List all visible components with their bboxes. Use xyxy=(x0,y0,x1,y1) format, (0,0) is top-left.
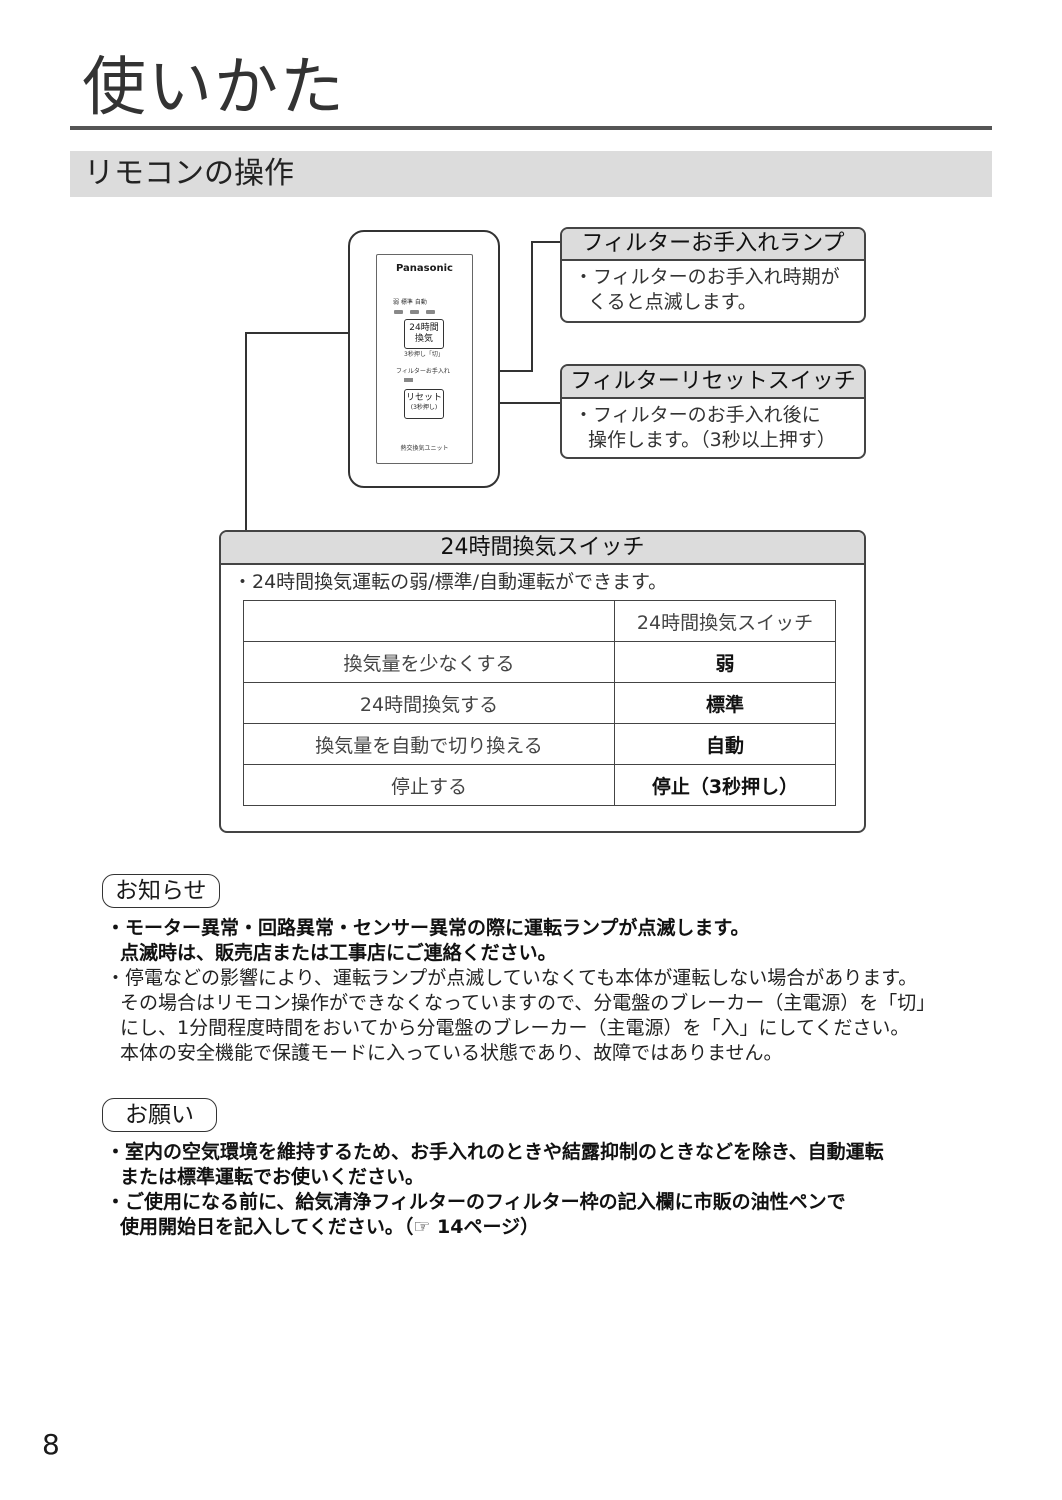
filter-lamp-title: フィルターお手入れランプ xyxy=(562,229,864,261)
request-line: ・室内の空気環境を維持するため、お手入れのときや結露抑制のときなどを除き、自動運… xyxy=(106,1141,884,1163)
table-row: 換気量を少なくする 弱 xyxy=(243,641,836,683)
table-cell-setting: 標準 xyxy=(614,682,836,724)
table-cell-setting: 自動 xyxy=(614,723,836,765)
filter-reset-button[interactable]: リセット (3秒押し) xyxy=(404,389,444,419)
filter-reset-callout: フィルターリセットスイッチ ・フィルターのお手入れ後に 操作します。（3秒以上押… xyxy=(560,364,866,459)
table-cell-action: 換気量を少なくする xyxy=(243,641,615,683)
switch24-title: 24時間換気スイッチ xyxy=(221,532,864,565)
notice-line: 点滅時は、販売店または工事店にご連絡ください。 xyxy=(120,942,557,964)
filter-reset-desc: ・フィルターのお手入れ後に 操作します。（3秒以上押す） xyxy=(574,403,858,453)
table-row: 停止する 停止（3秒押し） xyxy=(243,764,836,806)
notice-label: お知らせ xyxy=(102,874,220,908)
table-cell-action: 換気量を自動で切り換える xyxy=(243,723,615,765)
brand-logo: Panasonic xyxy=(396,263,453,274)
table-cell-setting: 弱 xyxy=(614,641,836,683)
notice-line: にし、1分間程度時間をおいてから分電盤のブレーカー（主電源）を「入」にしてくださ… xyxy=(120,1017,910,1039)
table-cell-setting: 停止（3秒押し） xyxy=(614,764,836,806)
ventilation-24h-button[interactable]: 24時間 換気 xyxy=(404,319,444,349)
filter-reset-desc-line2: 操作します。（3秒以上押す） xyxy=(588,429,836,451)
title-rule xyxy=(70,126,992,130)
led-weak-icon xyxy=(394,310,403,314)
filter-lamp-desc-line1: ・フィルターのお手入れ時期が xyxy=(574,266,840,288)
remote-panel xyxy=(376,254,473,464)
mode-leds xyxy=(394,310,444,316)
notice-line: その場合はリモコン操作ができなくなっていますので、分電盤のブレーカー（主電源）を… xyxy=(120,992,936,1014)
table-cell-action: 24時間換気する xyxy=(243,682,615,724)
btn24-label-1: 24時間 xyxy=(409,323,439,333)
page-number: 8 xyxy=(42,1428,60,1461)
table-row: 24時間換気する 標準 xyxy=(243,682,836,724)
filter-lamp-label: フィルターお手入れ xyxy=(396,368,450,375)
request-line: 使用開始日を記入してください。（☞ 14ページ） xyxy=(120,1216,540,1238)
ventilation-mode-table: 24時間換気スイッチ 換気量を少なくする 弱 24時間換気する 標準 換気量を自… xyxy=(243,600,836,806)
led-auto-icon xyxy=(426,310,435,314)
mode-labels: 弱 標準 自動 xyxy=(393,299,427,306)
filter-lamp-callout: フィルターお手入れランプ ・フィルターのお手入れ時期が くると点滅します。 xyxy=(560,227,866,323)
filter-reset-desc-line1: ・フィルターのお手入れ後に xyxy=(574,404,821,426)
notice-section: お知らせ xyxy=(102,874,220,908)
request-label: お願い xyxy=(102,1098,217,1132)
request-line: または標準運転でお使いください。 xyxy=(120,1166,425,1188)
btn24-sub-label: 3秒押し「切」 xyxy=(404,351,444,358)
reset-label-1: リセット xyxy=(405,393,442,403)
table-header-cell xyxy=(243,600,615,642)
notice-line: ・モーター異常・回路異常・センサー異常の際に運転ランプが点滅します。 xyxy=(106,917,750,939)
reset-label-2: (3秒押し) xyxy=(410,404,438,411)
page-title: 使いかた xyxy=(82,51,346,125)
unit-label: 熱交換気ユニット xyxy=(400,445,449,452)
filter-lamp-desc-line2: くると点滅します。 xyxy=(588,291,757,313)
led-standard-icon xyxy=(410,310,419,314)
table-header-row: 24時間換気スイッチ xyxy=(243,600,836,642)
table-header-cell: 24時間換気スイッチ xyxy=(614,600,836,642)
section-bar xyxy=(70,151,992,197)
notice-line: ・停電などの影響により、運転ランプが点滅していなくても本体が運転しない場合があり… xyxy=(106,967,918,989)
request-text: ・室内の空気環境を維持するため、お手入れのときや結露抑制のときなどを除き、自動運… xyxy=(106,1140,1006,1240)
filter-lamp-desc: ・フィルターのお手入れ時期が くると点滅します。 xyxy=(574,265,858,315)
filter-lamp-icon xyxy=(404,378,413,382)
btn24-label-2: 換気 xyxy=(414,334,433,344)
switch24-desc: ・24時間換気運転の弱/標準/自動運転ができます。 xyxy=(233,571,668,593)
filter-reset-title: フィルターリセットスイッチ xyxy=(562,366,864,399)
table-cell-action: 停止する xyxy=(243,764,615,806)
notice-line: 本体の安全機能で保護モードに入っている状態であり、故障ではありません。 xyxy=(120,1042,783,1064)
request-section: お願い xyxy=(102,1098,217,1132)
section-heading: リモコンの操作 xyxy=(84,156,294,191)
request-line: ・ご使用になる前に、給気清浄フィルターのフィルター枠の記入欄に市販の油性ペンで xyxy=(106,1191,846,1213)
notice-text: ・モーター異常・回路異常・センサー異常の際に運転ランプが点滅します。 点滅時は、… xyxy=(106,916,1006,1066)
table-row: 換気量を自動で切り換える 自動 xyxy=(243,723,836,765)
